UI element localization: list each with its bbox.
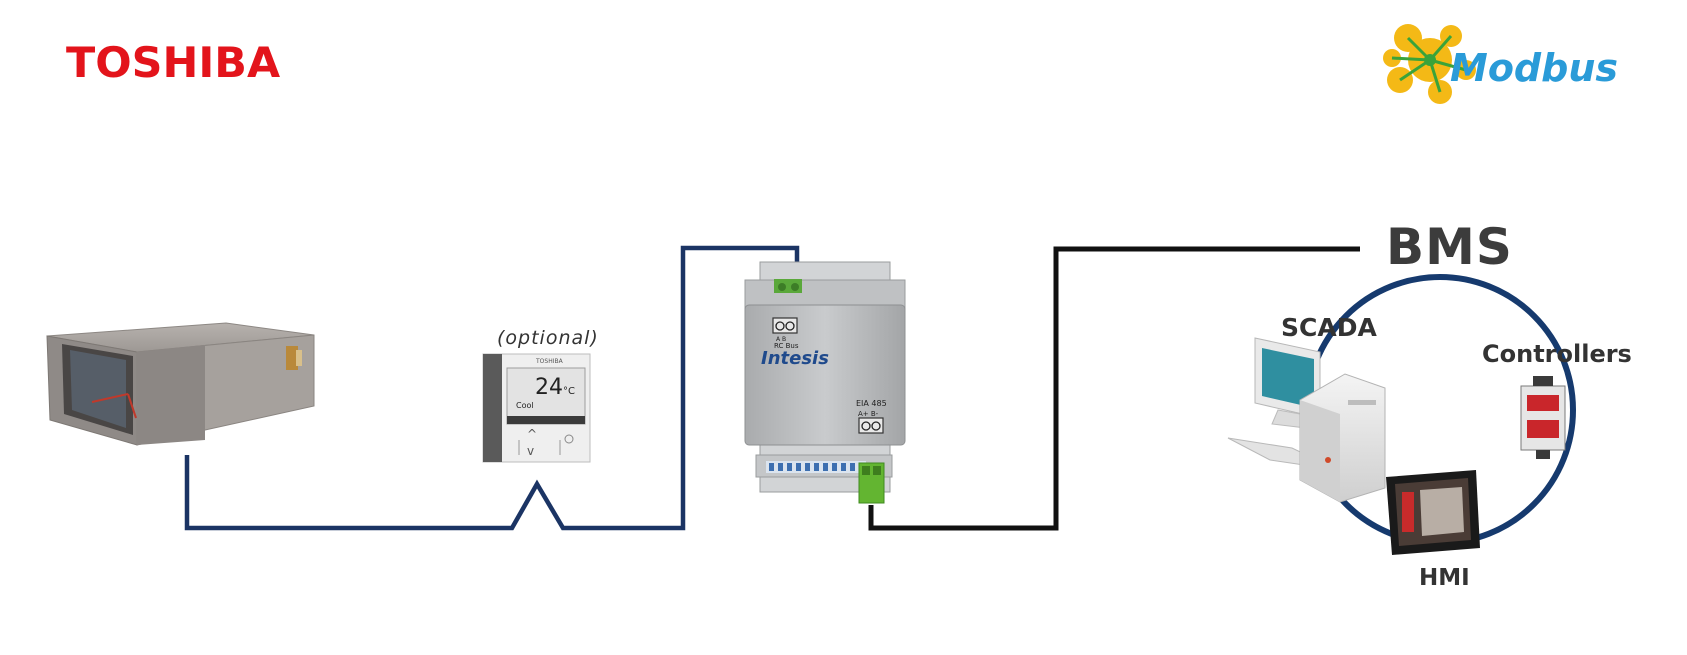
scada-label: SCADA	[1281, 313, 1377, 342]
hmi-panel-icon	[1386, 470, 1480, 555]
svg-text:v: v	[527, 444, 534, 458]
gateway-bottom-pins: A+ B-	[858, 410, 879, 418]
ducted-ac-unit	[46, 322, 315, 446]
remote-temperature: 24	[535, 375, 563, 400]
controller-device-icon	[1520, 376, 1566, 459]
optional-label: (optional)	[497, 327, 599, 349]
controllers-label: Controllers	[1482, 340, 1632, 368]
scada-workstation-icon	[1227, 337, 1386, 503]
modbus-logo-text: Modbus	[1450, 46, 1618, 90]
gateway-brand: Intesis	[761, 348, 829, 369]
toshiba-logo: TOSHIBA	[66, 38, 281, 87]
intesis-gateway	[744, 261, 906, 504]
gateway-top-port-label: RC Bus	[774, 342, 799, 350]
gateway-top-pins: A B	[776, 336, 786, 343]
svg-text:^: ^	[527, 427, 537, 441]
remote-temperature-unit: °C	[563, 386, 575, 397]
gateway-bottom-port-label: EIA 485	[856, 399, 887, 408]
modbus-molecule-icon	[1383, 24, 1476, 104]
hmi-label: HMI	[1419, 565, 1470, 591]
modbus-cable	[868, 246, 1360, 531]
bms-label: BMS	[1386, 218, 1513, 276]
remote-mode: Cool	[516, 401, 534, 410]
remote-controller: ^ v	[482, 353, 591, 463]
remote-brand: TOSHIBA	[535, 358, 564, 365]
rc-bus-cable	[184, 245, 800, 531]
